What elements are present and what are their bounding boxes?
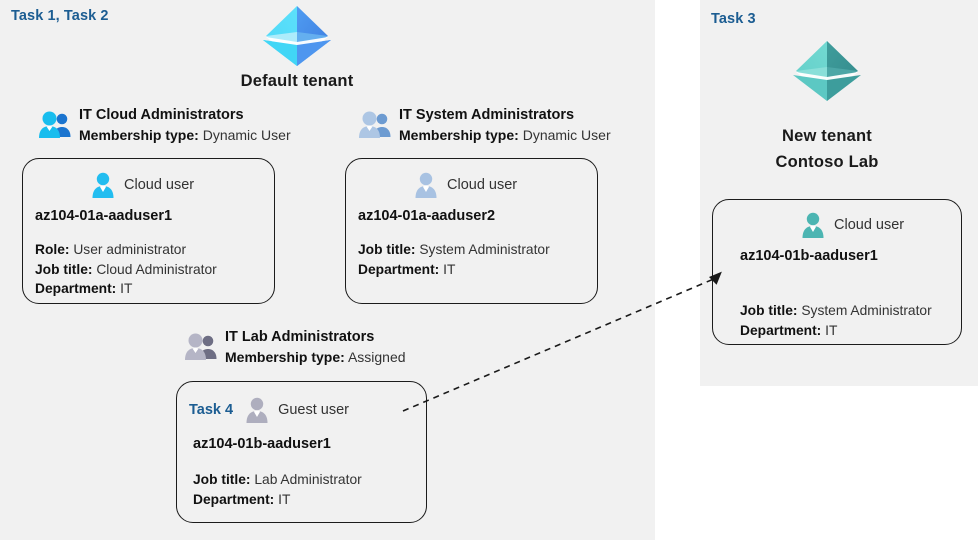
card-prop-label: Job title:: [35, 261, 93, 277]
azure-ad-tenant-icon-default: [257, 2, 337, 70]
group-membership-label: Membership type:: [225, 349, 345, 365]
card-header: Cloud user: [799, 211, 961, 239]
cloud-user-icon: [412, 171, 440, 199]
azure-ad-tenant-icon-new: [787, 37, 867, 105]
card-prop-value: IT: [120, 281, 133, 296]
group-it-cloud-administrators: IT Cloud Administrators Membership type:…: [37, 105, 291, 146]
card-prop-label: Job title:: [740, 303, 798, 318]
new-tenant-title-line1: New tenant: [781, 127, 872, 145]
card-prop-label: Job title:: [358, 242, 416, 257]
group-membership-type: Membership type: Dynamic User: [79, 125, 291, 146]
default-tenant-panel: [0, 0, 655, 540]
card-prop-job-title: Job title: System Administrator: [358, 240, 597, 260]
card-prop-value: IT: [443, 261, 456, 277]
card-prop-value: User administrator: [73, 242, 187, 257]
card-prop-label: Role:: [35, 242, 70, 257]
group-it-lab-administrators: IT Lab Administrators Membership type: A…: [183, 327, 406, 368]
group-users-icon: [37, 110, 73, 142]
card-user-name: az104-01b-aaduser1: [193, 436, 331, 452]
card-prop-role: Role: User administrator: [35, 240, 274, 260]
default-tenant-title: Default tenant: [240, 72, 354, 90]
card-properties: Job title: Lab Administrator Department:…: [193, 470, 426, 509]
card-prop-label: Department:: [35, 281, 117, 296]
card-prop-value: IT: [825, 322, 838, 338]
card-prop-label: Department:: [193, 491, 275, 507]
card-user-name: az104-01b-aaduser1: [740, 248, 878, 264]
card-prop-value: System Administrator: [801, 303, 932, 318]
group-membership-type: Membership type: Dynamic User: [399, 125, 611, 146]
group-it-system-administrators: IT System Administrators Membership type…: [357, 105, 611, 146]
group-name: IT System Administrators: [399, 107, 575, 123]
card-prop-label: Department:: [740, 322, 822, 338]
card-user-name: az104-01a-aaduser2: [358, 208, 496, 224]
group-name: IT Cloud Administrators: [79, 107, 244, 123]
card-prop-job-title: Job title: Cloud Administrator: [35, 260, 274, 280]
group-membership-value: Dynamic User: [202, 127, 291, 143]
task-label-1-2: Task 1, Task 2: [11, 8, 109, 24]
group-users-icon: [357, 110, 393, 142]
card-user-kind: Cloud user: [447, 177, 518, 193]
card-user-kind: Guest user: [278, 402, 349, 418]
task-label-3: Task 3: [711, 11, 756, 27]
card-prop-value: IT: [278, 491, 291, 507]
group-membership-type: Membership type: Assigned: [225, 347, 406, 368]
group-membership-value: Assigned: [347, 349, 406, 365]
card-aaduser1-cloud[interactable]: Cloud user az104-01a-aaduser1 Role: User…: [22, 158, 275, 304]
card-aaduser2-cloud[interactable]: Cloud user az104-01a-aaduser2 Job title:…: [345, 158, 598, 304]
card-aaduser1-guest[interactable]: Task 4 Guest user az104-01b-aaduser1 Job…: [176, 381, 427, 523]
card-user-name: az104-01a-aaduser1: [35, 208, 173, 224]
card-prop-value: Lab Administrator: [254, 472, 362, 487]
card-prop-department: Department: IT: [193, 490, 426, 510]
card-prop-department: Department: IT: [740, 321, 961, 341]
card-properties: Role: User administrator Job title: Clou…: [35, 240, 274, 299]
group-membership-value: Dynamic User: [522, 127, 611, 143]
group-membership-label: Membership type:: [399, 127, 519, 143]
card-prop-value: Cloud Administrator: [96, 261, 217, 277]
group-users-icon: [183, 332, 219, 364]
cloud-user-icon: [799, 211, 827, 239]
card-properties: Job title: System Administrator Departme…: [740, 301, 961, 340]
card-properties: Job title: System Administrator Departme…: [358, 240, 597, 279]
group-membership-label: Membership type:: [79, 127, 199, 143]
card-user-kind: Cloud user: [124, 177, 195, 193]
card-header: Cloud user: [89, 171, 274, 199]
cloud-user-icon: [89, 171, 117, 199]
card-prop-label: Job title:: [193, 472, 251, 487]
card-prop-label: Department:: [358, 261, 440, 277]
card-header: Task 4 Guest user: [189, 396, 426, 424]
card-prop-job-title: Job title: Lab Administrator: [193, 470, 426, 490]
card-user-kind: Cloud user: [834, 217, 905, 233]
task-label-4: Task 4: [189, 402, 234, 418]
card-header: Cloud user: [412, 171, 597, 199]
card-aaduser1-newtenant[interactable]: Cloud user az104-01b-aaduser1 Job title:…: [712, 199, 962, 345]
group-name: IT Lab Administrators: [225, 329, 375, 345]
card-prop-department: Department: IT: [35, 279, 274, 299]
card-prop-value: System Administrator: [419, 242, 550, 257]
new-tenant-title-line2: Contoso Lab: [775, 153, 879, 171]
card-prop-department: Department: IT: [358, 260, 597, 280]
card-prop-job-title: Job title: System Administrator: [740, 301, 961, 321]
guest-user-icon: [243, 396, 271, 424]
